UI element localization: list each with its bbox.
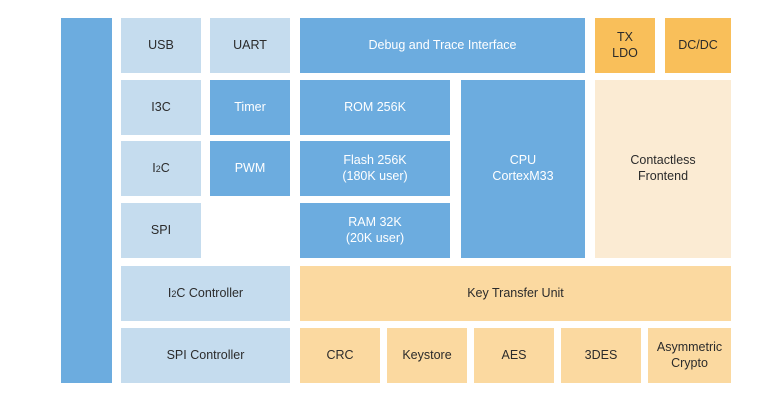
block-dc_dc: DC/DC	[665, 18, 731, 73]
block-keystore: Keystore	[387, 328, 467, 383]
block-rom: ROM 256K	[300, 80, 450, 135]
block-contactless: Contactless Frontend	[595, 80, 731, 258]
block-aes: AES	[474, 328, 554, 383]
block-tdes: 3DES	[561, 328, 641, 383]
block-ram: RAM 32K (20K user)	[300, 203, 450, 258]
block-cpu: CPU CortexM33	[461, 80, 585, 258]
block-ktu: Key Transfer Unit	[300, 266, 731, 321]
block-uart: UART	[210, 18, 290, 73]
system-bus	[61, 18, 112, 383]
block-i3c: I3C	[121, 80, 201, 135]
block-usb: USB	[121, 18, 201, 73]
block-timer: Timer	[210, 80, 290, 135]
block-spi_ctrl: SPI Controller	[121, 328, 290, 383]
block-spi: SPI	[121, 203, 201, 258]
block-crc: CRC	[300, 328, 380, 383]
block-pwm: PWM	[210, 141, 290, 196]
block-tx_ldo: TX LDO	[595, 18, 655, 73]
block-asym_crypto: Asymmetric Crypto	[648, 328, 731, 383]
block-debug_trace: Debug and Trace Interface	[300, 18, 585, 73]
block-flash: Flash 256K (180K user)	[300, 141, 450, 196]
